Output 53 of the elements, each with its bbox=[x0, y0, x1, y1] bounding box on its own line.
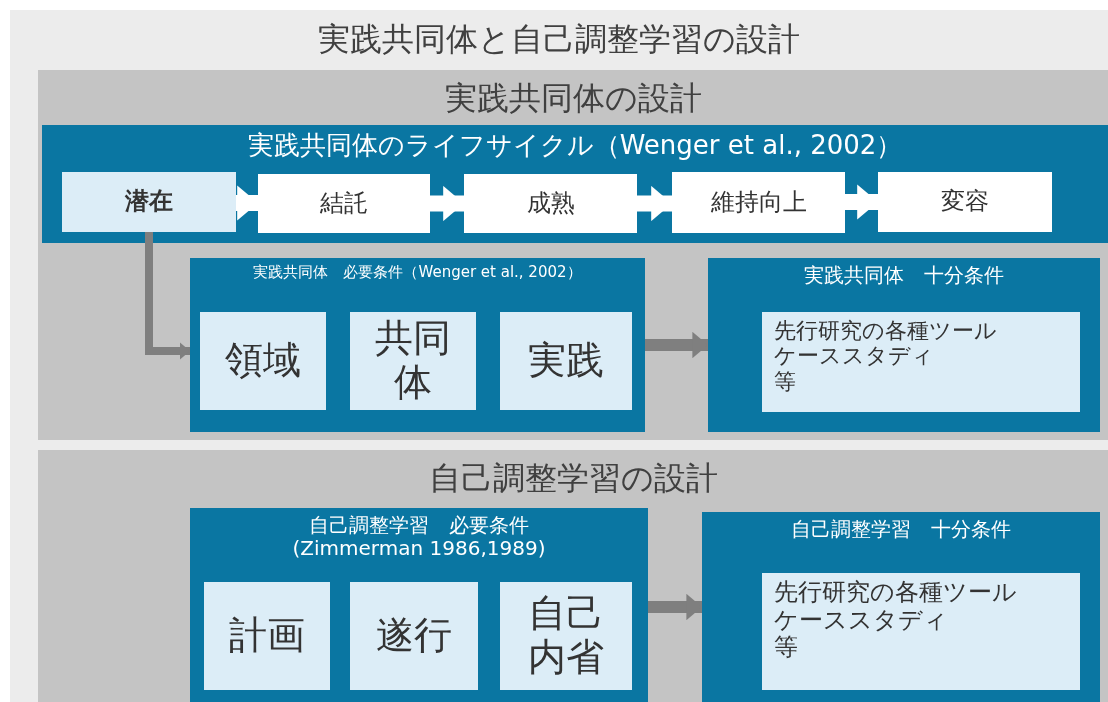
stage-label: 潜在 bbox=[125, 188, 173, 216]
element-box bbox=[204, 582, 330, 690]
arrow bbox=[645, 331, 708, 359]
panel bbox=[42, 125, 1108, 243]
arrow bbox=[845, 184, 878, 220]
arrow bbox=[648, 593, 702, 621]
stage-label: 変容 bbox=[941, 188, 989, 216]
arrow bbox=[430, 185, 464, 222]
arrow bbox=[236, 185, 258, 221]
panel-heading: 自己調整学習 必要条件 bbox=[309, 514, 529, 537]
element-label: 領域 bbox=[225, 339, 301, 383]
stage-box bbox=[672, 172, 845, 233]
list-box bbox=[762, 312, 1080, 412]
element-label: 共同体 bbox=[374, 317, 452, 405]
list-item: ケーススタディ bbox=[774, 343, 934, 369]
element-label: 実践 bbox=[528, 339, 604, 383]
panel bbox=[190, 508, 648, 702]
list-item: 先行研究の各種ツール bbox=[774, 579, 1017, 607]
list-box bbox=[762, 573, 1080, 690]
panel bbox=[702, 512, 1100, 702]
section-heading: 自己調整学習の設計 bbox=[428, 460, 718, 497]
element-box bbox=[350, 582, 478, 690]
stage-label: 結託 bbox=[320, 189, 368, 218]
section-heading: 実践共同体の設計 bbox=[444, 80, 702, 117]
stage-box bbox=[878, 172, 1052, 232]
element-box bbox=[200, 312, 326, 410]
stage-box bbox=[258, 174, 430, 233]
element-box bbox=[500, 582, 632, 690]
stage-label: 維持向上 bbox=[710, 188, 807, 217]
section-band bbox=[38, 450, 1108, 702]
diagram-title: 実践共同体と自己調整学習の設計 bbox=[317, 19, 801, 60]
panel bbox=[190, 258, 645, 432]
element-box bbox=[350, 312, 476, 410]
panel-heading: (Zimmerman 1986,1989) bbox=[292, 537, 546, 560]
stage-box bbox=[62, 172, 236, 232]
panel bbox=[708, 258, 1100, 432]
element-label: 計画 bbox=[229, 614, 305, 658]
list-item: 等 bbox=[774, 634, 798, 662]
panel-heading: 実践共同体のライフサイクル（Wenger et al., 2002） bbox=[247, 131, 903, 161]
list-item: ケーススタディ bbox=[774, 606, 948, 635]
panel-heading: 実践共同体 十分条件 bbox=[804, 264, 1004, 287]
list-item: 等 bbox=[774, 368, 796, 394]
element-label: 自己内省 bbox=[527, 592, 605, 680]
arrow bbox=[637, 185, 672, 222]
stage-label: 成熟 bbox=[526, 189, 575, 218]
element-label: 遂行 bbox=[376, 614, 452, 658]
arrow bbox=[145, 232, 190, 360]
element-box bbox=[500, 312, 632, 410]
panel-heading: 自己調整学習 十分条件 bbox=[791, 518, 1011, 541]
section-band bbox=[38, 70, 1108, 440]
list-item: 先行研究の各種ツール bbox=[774, 318, 997, 344]
panel-heading: 実践共同体 必要条件（Wenger et al., 2002） bbox=[253, 264, 582, 282]
stage-box bbox=[464, 174, 637, 233]
